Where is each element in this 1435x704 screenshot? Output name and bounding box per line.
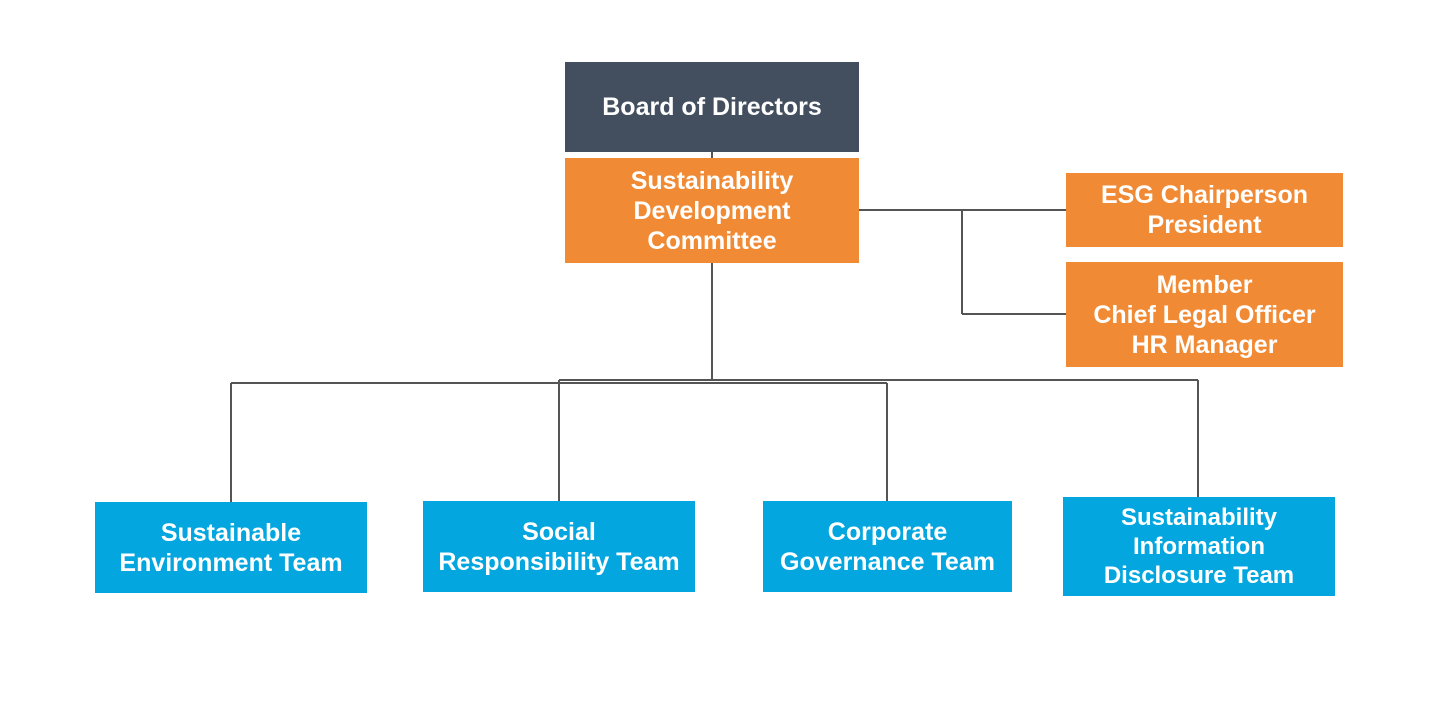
social-responsibility-team-box: Social Responsibility Team [423,501,695,592]
box-label: Member [1156,270,1253,299]
board-of-directors-box: Board of Directors [565,62,859,152]
box-label: Information [1133,533,1265,560]
sustainability-committee-box: Sustainability Development Committee [565,158,859,263]
box-label: Chief Legal Officer [1093,300,1316,329]
box-label: Sustainable [160,518,302,547]
sustainable-environment-team-box: Sustainable Environment Team [95,502,367,593]
box-label: Sustainability [1120,504,1278,531]
esg-chairperson-box: ESG Chairperson President [1066,173,1343,247]
box-label: ESG Chairperson [1101,181,1308,209]
box-label: Environment Team [119,548,343,577]
box-label: Corporate [827,517,948,546]
corporate-governance-team-box: Corporate Governance Team [763,501,1012,592]
box-label: Board of Directors [602,92,822,121]
information-disclosure-team-box: Sustainability Information Disclosure Te… [1063,497,1335,596]
box-label: Disclosure Team [1103,562,1295,589]
box-label: Social [522,517,596,546]
member-box: Member Chief Legal Officer HR Manager [1066,262,1343,367]
box-label: Development [633,196,791,225]
box-label: Governance Team [780,547,995,576]
box-label: President [1147,211,1262,239]
box-label: Responsibility Team [438,547,680,576]
box-label: Sustainability [630,166,794,195]
box-label: Committee [647,226,777,255]
box-label: HR Manager [1131,330,1278,359]
